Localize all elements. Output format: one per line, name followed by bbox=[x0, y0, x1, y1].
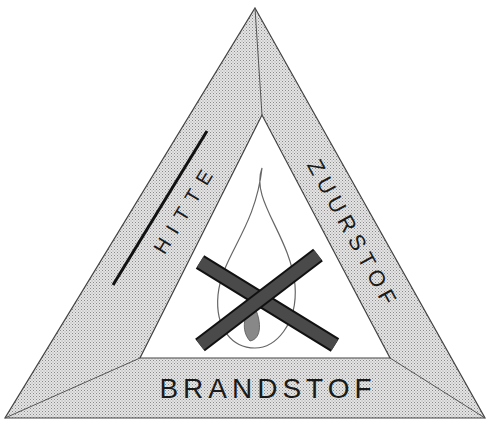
side-label: ZUURSTOF bbox=[303, 156, 402, 314]
corner-lines bbox=[5, 8, 485, 418]
cross-mark bbox=[200, 255, 335, 345]
base-label: BRANDSTOF bbox=[159, 375, 376, 403]
triangle-band bbox=[5, 8, 485, 418]
